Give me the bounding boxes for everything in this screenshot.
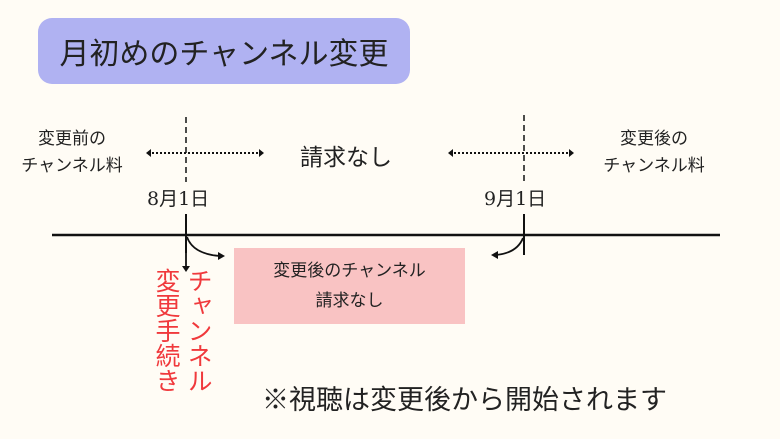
after-fee-label: 変更後の チャンネル料 [584,126,724,180]
channel-change-procedure-label: チャンネル 変更手続き [150,268,214,393]
arrowhead-right-1 [259,149,264,157]
arrowhead-right-2 [569,149,574,157]
curved-arrow-left [495,237,524,256]
arrowhead-left-1 [146,149,151,157]
end-date: 9月1日 [484,188,547,210]
before-fee-line-2: チャンネル料 [21,156,123,176]
vertical-line-2: 変更手続き [152,268,181,393]
title: 月初めのチャンネル変更 [59,37,389,72]
after-fee-line-1: 変更後の [620,129,688,149]
no-charge-box-line-1: 変更後のチャンネル [273,261,426,281]
arrowhead-down [182,266,190,272]
curved-arrow-right [186,236,221,257]
arrowhead-left-2 [448,149,453,157]
viewing-note: ※視聴は変更後から開始されます [262,385,667,416]
arrowhead-curve-right [218,252,225,260]
no-charge-label: 請求なし [300,145,392,171]
title-box: 月初めのチャンネル変更 [38,18,410,84]
before-fee-label: 変更前の チャンネル料 [8,126,136,180]
after-fee-line-2: チャンネル料 [603,156,705,176]
before-fee-line-1: 変更前の [38,129,106,149]
start-date: 8月1日 [147,188,210,210]
no-charge-box: 変更後のチャンネル 請求なし [234,248,465,324]
vertical-line-1: チャンネル [184,268,213,393]
arrowhead-curve-left [491,251,498,259]
no-charge-box-line-2: 請求なし [315,291,384,311]
